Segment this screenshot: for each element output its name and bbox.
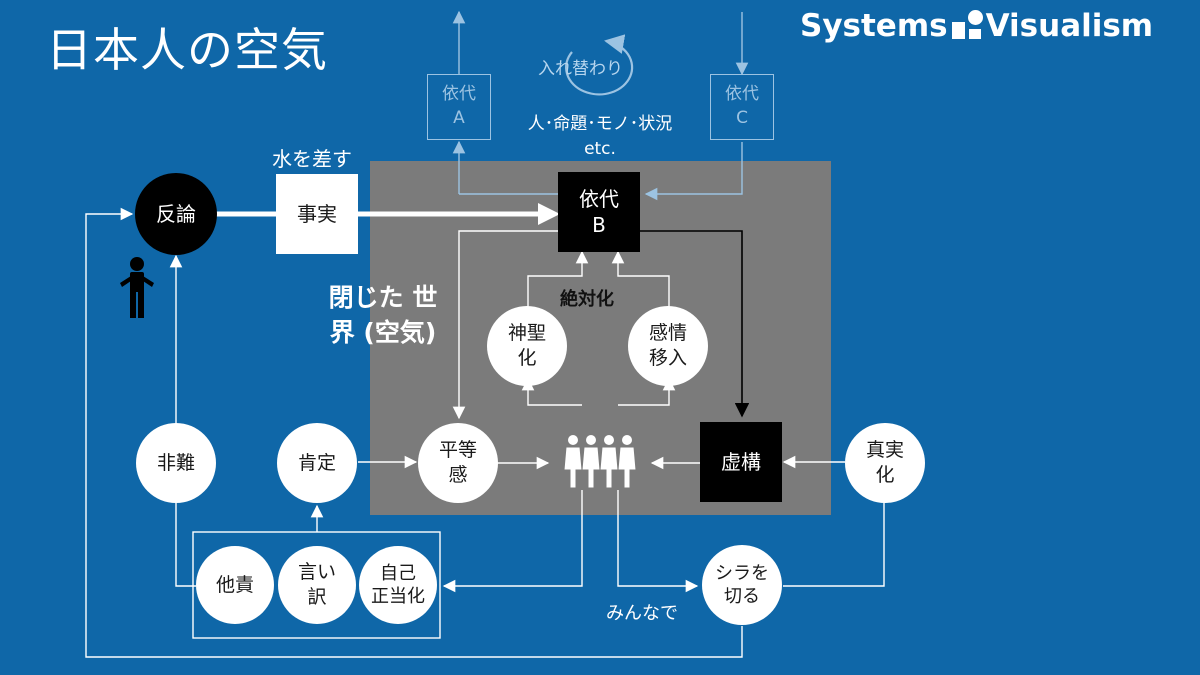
yorishiro-a-box: 依代 A <box>427 74 491 140</box>
person-figure <box>581 435 601 489</box>
person-figure <box>563 435 583 489</box>
hanron-node: 反論 <box>135 173 217 255</box>
cycle-arrow-icon <box>565 34 634 96</box>
arrow-shira-loop-to-hanron <box>85 207 743 658</box>
jiko-seitoka-node: 自己 正当化 <box>359 546 437 624</box>
mizu-wo-sasu-label: 水を差す <box>272 147 352 171</box>
arrow-b-to-kyoko <box>640 230 750 418</box>
irekawari-label: 入れ替わり <box>538 59 623 79</box>
kanjo-inyu-node: 感情 移入 <box>628 306 708 386</box>
person-figure <box>617 435 637 489</box>
yorishiro-b-node: 依代 B <box>558 172 640 252</box>
brand-left: Systems <box>800 8 948 44</box>
kyoko-node: 虚構 <box>700 422 782 502</box>
excuse-group-box <box>192 531 441 639</box>
person-figure <box>599 435 619 489</box>
arrow-group-to-kanjo <box>618 377 676 406</box>
byodokan-node: 平等 感 <box>418 423 498 503</box>
examples-label: 人･命題･モノ･状況 etc. <box>527 114 673 159</box>
hinan-node: 非難 <box>136 423 216 503</box>
arrow-shinseika-to-b <box>527 250 589 314</box>
yorishiro-c-box: 依代 C <box>710 74 774 140</box>
minna-de-label: みんなで <box>606 603 678 624</box>
person-shrug-icon <box>120 257 154 318</box>
iiwake-node: 言い 訳 <box>278 546 356 624</box>
brand-logo: Systems Visualism <box>800 8 1153 46</box>
arrow-group-to-shinseika <box>521 377 582 406</box>
jijitsu-node: 事実 <box>276 174 358 254</box>
line-shinjitsuka-to-shira <box>783 502 885 587</box>
thick-arrowhead <box>538 203 560 225</box>
line-hinan-to-excuses <box>175 502 196 587</box>
arrow-group-to-shira <box>617 490 699 593</box>
group-of-people-icon <box>563 435 637 489</box>
brand-right: Visualism <box>985 8 1154 44</box>
arrow-group-to-excuses <box>442 490 583 593</box>
taseki-node: 他責 <box>196 546 274 624</box>
zettaika-label: 絶対化 <box>560 289 614 310</box>
page-title: 日本人の空気 <box>46 23 328 77</box>
brand-logo-icon <box>951 9 984 42</box>
arrow-b-to-byodokan <box>452 230 558 420</box>
shira-wo-kiru-node: シラを 切る <box>702 545 782 625</box>
kotei-node: 肯定 <box>277 423 357 503</box>
arrow-c-to-b <box>644 142 743 201</box>
closed-world-label: 閉じた 世界 (空気) <box>328 283 438 347</box>
shinjitsuka-node: 真実 化 <box>845 423 925 503</box>
arrow-kanjo-to-b <box>611 250 670 314</box>
shinseika-node: 神聖 化 <box>487 306 567 386</box>
